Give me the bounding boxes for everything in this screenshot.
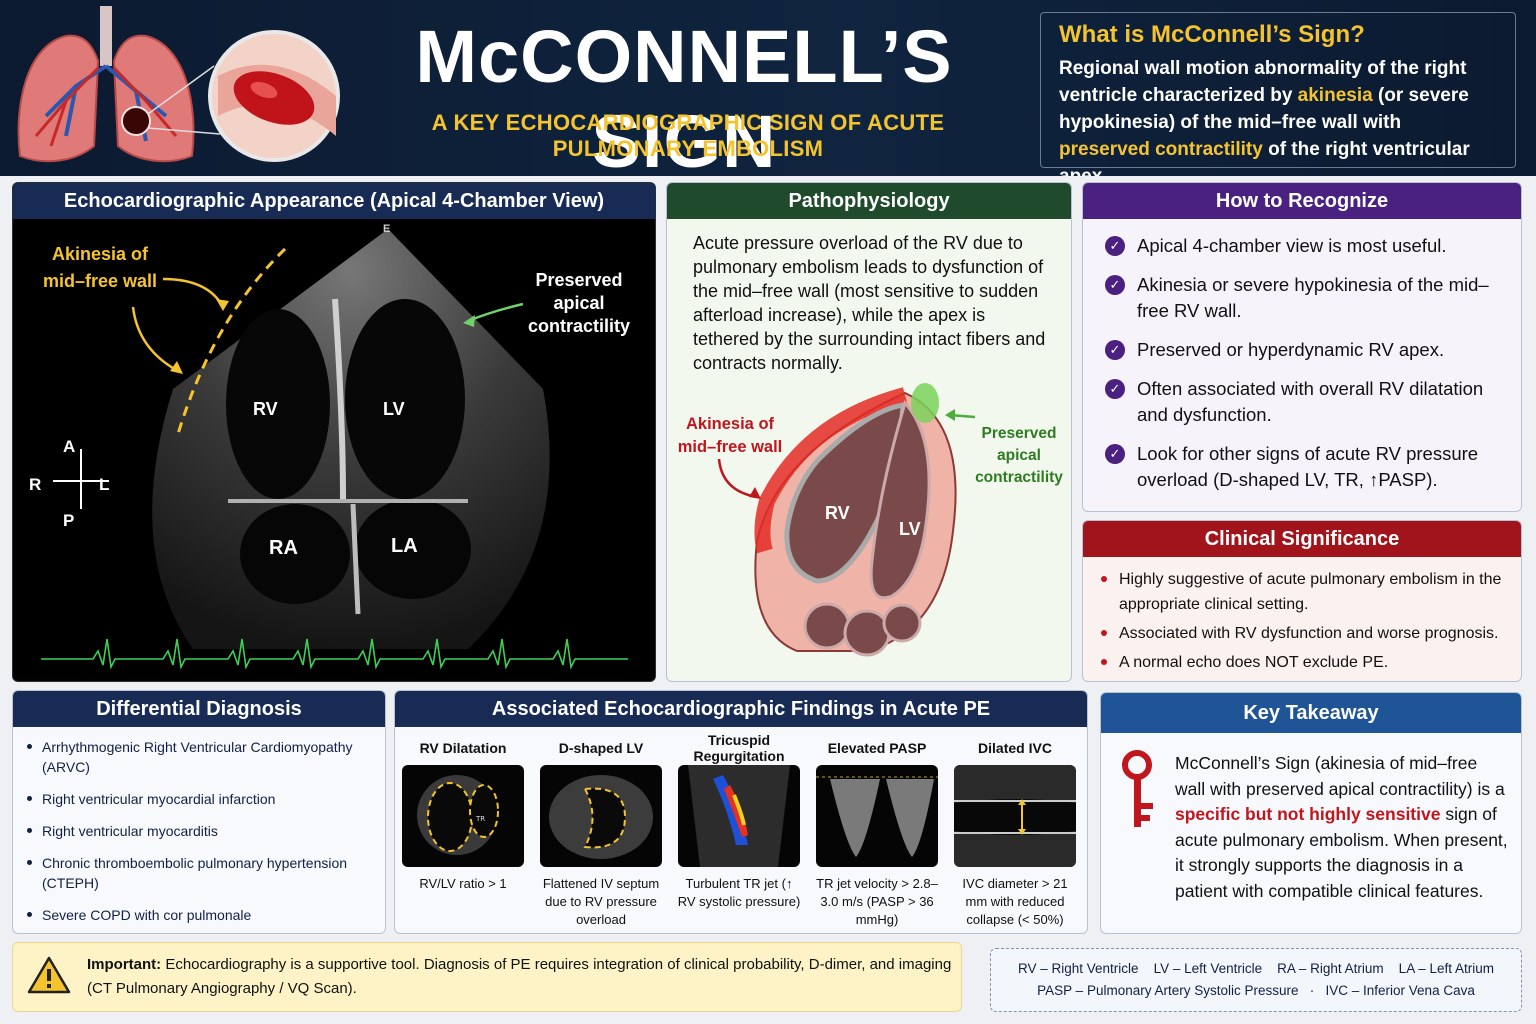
list-item: ✓Often associated with overall RV dilata…: [1099, 376, 1505, 428]
check-icon: ✓: [1105, 275, 1125, 295]
takeaway-panel: Key Takeaway McConnell’s Sign (akinesia …: [1100, 692, 1522, 934]
echo-panel: Echocardiographic Appearance (Apical 4-C…: [12, 182, 656, 682]
lungs-illustration: [17, 6, 340, 163]
orient-r: R: [29, 475, 42, 494]
definition-text: Regional wall motion abnormality of the …: [1059, 58, 1470, 176]
differential-title: Differential Diagnosis: [13, 691, 385, 727]
definition-title: What is McConnell’s Sign?: [1059, 21, 1365, 48]
echo-image: [41, 229, 628, 670]
page-title: McCONNELL’S SIGN: [415, 15, 953, 176]
pathophysiology-text: Acute pressure overload of the RV due to…: [693, 233, 1046, 373]
check-icon: ✓: [1105, 236, 1125, 256]
rv-label: RV: [253, 399, 278, 419]
important-note: Important: Echocardiography is a support…: [12, 942, 962, 1012]
abbreviations-line-1: RV – Right Ventricle LV – Left Ventricle…: [1018, 961, 1494, 976]
probe-mark: E: [383, 223, 391, 235]
definition-box: What is McConnell’s Sign? Regional wall …: [1040, 12, 1516, 176]
clinical-panel: Clinical Significance Highly suggestive …: [1082, 520, 1522, 682]
orient-a: A: [63, 437, 76, 456]
list-item: ✓Look for other signs of acute RV pressu…: [1099, 441, 1505, 493]
lv-label: LV: [383, 399, 405, 419]
list-item: A normal echo does NOT exclude PE.: [1101, 650, 1505, 675]
finding-dilated-ivc: Dilated IVC IVC diameter > 21 mm with re…: [951, 731, 1079, 929]
list-item: Chronic thromboembolic pulmonary hyperte…: [25, 853, 373, 893]
takeaway-text: McConnell’s Sign (akinesia of mid–free w…: [1175, 753, 1508, 901]
list-item: ✓Apical 4-chamber view is most useful.: [1099, 233, 1505, 259]
clinical-title: Clinical Significance: [1083, 521, 1521, 557]
list-item: Associated with RV dysfunction and worse…: [1101, 621, 1505, 646]
differential-list: Arrhythmogenic Right Ventricular Cardiom…: [13, 727, 385, 925]
finding-d-shaped-lv: D-shaped LV Flattened IV septum due to R…: [537, 731, 665, 929]
check-icon: ✓: [1105, 444, 1125, 464]
orient-p: P: [63, 511, 75, 530]
differential-panel: Differential Diagnosis Arrhythmogenic Ri…: [12, 690, 386, 934]
list-item: Arrhythmogenic Right Ventricular Cardiom…: [25, 737, 373, 777]
key-icon: [1122, 750, 1153, 827]
recognize-list: ✓Apical 4-chamber view is most useful. ✓…: [1083, 219, 1521, 493]
recognize-title: How to Recognize: [1083, 183, 1521, 219]
pathophysiology-title: Pathophysiology: [667, 183, 1071, 219]
list-item: Right ventricular myocarditis: [25, 821, 373, 841]
takeaway-title: Key Takeaway: [1101, 693, 1521, 733]
abbreviations-line-2: PASP – Pulmonary Artery Systolic Pressur…: [1037, 983, 1475, 998]
check-icon: ✓: [1105, 340, 1125, 360]
patho-lv-label: LV: [899, 519, 921, 539]
list-item: Severe COPD with cor pulmonale: [25, 905, 373, 925]
check-icon: ✓: [1105, 379, 1125, 399]
echo-panel-title: Echocardiographic Appearance (Apical 4-C…: [13, 183, 655, 219]
la-label: LA: [391, 535, 418, 557]
finding-elevated-pasp: Elevated PASP TR jet velocity > 2.8–3.0 …: [816, 740, 938, 927]
header: McCONNELL’S SIGN A KEY ECHOCARDIOGRAPHIC…: [0, 0, 1536, 176]
pathophysiology-panel: Pathophysiology Acute pressure overload …: [666, 182, 1072, 682]
page-subtitle: A KEY ECHOCARDIOGRAPHIC SIGN OF ACUTE PU…: [431, 110, 945, 161]
abbreviations-box: RV – Right Ventricle LV – Left Ventricle…: [990, 948, 1522, 1012]
patho-rv-label: RV: [825, 503, 850, 523]
list-item: ✓Preserved or hyperdynamic RV apex.: [1099, 337, 1505, 363]
clinical-list: Highly suggestive of acute pulmonary emb…: [1083, 557, 1521, 675]
svg-text:TR: TR: [475, 815, 485, 823]
recognize-panel: How to Recognize ✓Apical 4-chamber view …: [1082, 182, 1522, 512]
list-item: ✓Akinesia or severe hypokinesia of the m…: [1099, 272, 1505, 324]
associated-title: Associated Echocardiographic Findings in…: [395, 691, 1087, 727]
orient-l: L: [99, 475, 110, 494]
list-item: Right ventricular myocardial infarction: [25, 789, 373, 809]
list-item: Highly suggestive of acute pulmonary emb…: [1101, 567, 1505, 617]
important-text: Important: Echocardiography is a support…: [87, 956, 952, 997]
ra-label: RA: [269, 537, 298, 559]
finding-rv-dilatation: RV Dilatation TR RV/LV ratio > 1: [399, 731, 527, 893]
associated-findings-panel: Associated Echocardiographic Findings in…: [394, 690, 1088, 934]
heart-diagram: [717, 383, 976, 657]
warning-icon: [27, 956, 71, 994]
finding-tricuspid-regurgitation: Tricuspid Regurgitation Turbulent TR jet…: [677, 732, 801, 909]
ecg-trace: [41, 638, 628, 670]
